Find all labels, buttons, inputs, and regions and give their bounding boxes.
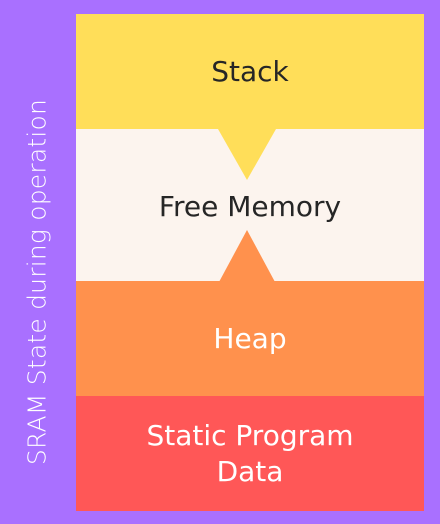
static-program-data-segment: Static Program Data (76, 396, 424, 511)
sram-state-label: SRAM State during operation (22, 98, 52, 466)
heap-segment: Heap (76, 281, 424, 396)
stack-segment: Stack (76, 14, 424, 129)
heap-label: Heap (213, 321, 287, 355)
stack-label: Stack (211, 54, 289, 88)
static-program-data-label: Static Program Data (146, 418, 354, 488)
free-memory-label: Free Memory (158, 190, 342, 223)
sram-memory-map: Stack Free Memory Heap Static Program Da… (76, 14, 424, 511)
free-memory-segment: Free Memory (76, 129, 424, 281)
